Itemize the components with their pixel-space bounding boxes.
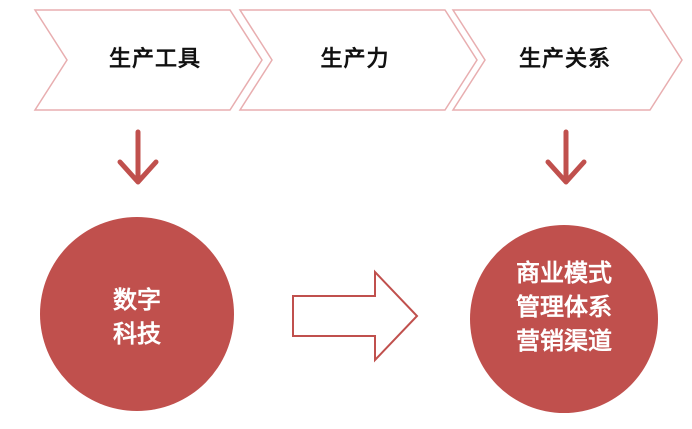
chevron-1 xyxy=(33,9,263,111)
circle-digital-tech xyxy=(40,217,234,411)
circle-left-line-2: 科技 xyxy=(113,320,161,348)
chevron-label-tools: 生产工具 xyxy=(108,47,201,72)
circle-right-line-2: 管理体系 xyxy=(516,293,612,321)
circle-right-line-1: 商业模式 xyxy=(516,259,612,287)
right-arrow-icon xyxy=(292,269,419,363)
chevron-3 xyxy=(451,9,683,111)
chevron-label-relations: 生产关系 xyxy=(518,47,611,72)
down-arrow-icon-left xyxy=(117,129,159,185)
circle-right-line-3: 营销渠道 xyxy=(516,327,612,355)
chevron-label-productivity: 生产力 xyxy=(320,47,390,72)
circle-business xyxy=(470,225,658,413)
circle-left-line-1: 数字 xyxy=(113,286,161,314)
circle-text-left: 数字 科技 xyxy=(40,283,234,351)
down-arrow-icon-right xyxy=(545,129,587,185)
circle-text-right: 商业模式 管理体系 营销渠道 xyxy=(470,256,658,358)
chevron-2 xyxy=(238,9,478,111)
